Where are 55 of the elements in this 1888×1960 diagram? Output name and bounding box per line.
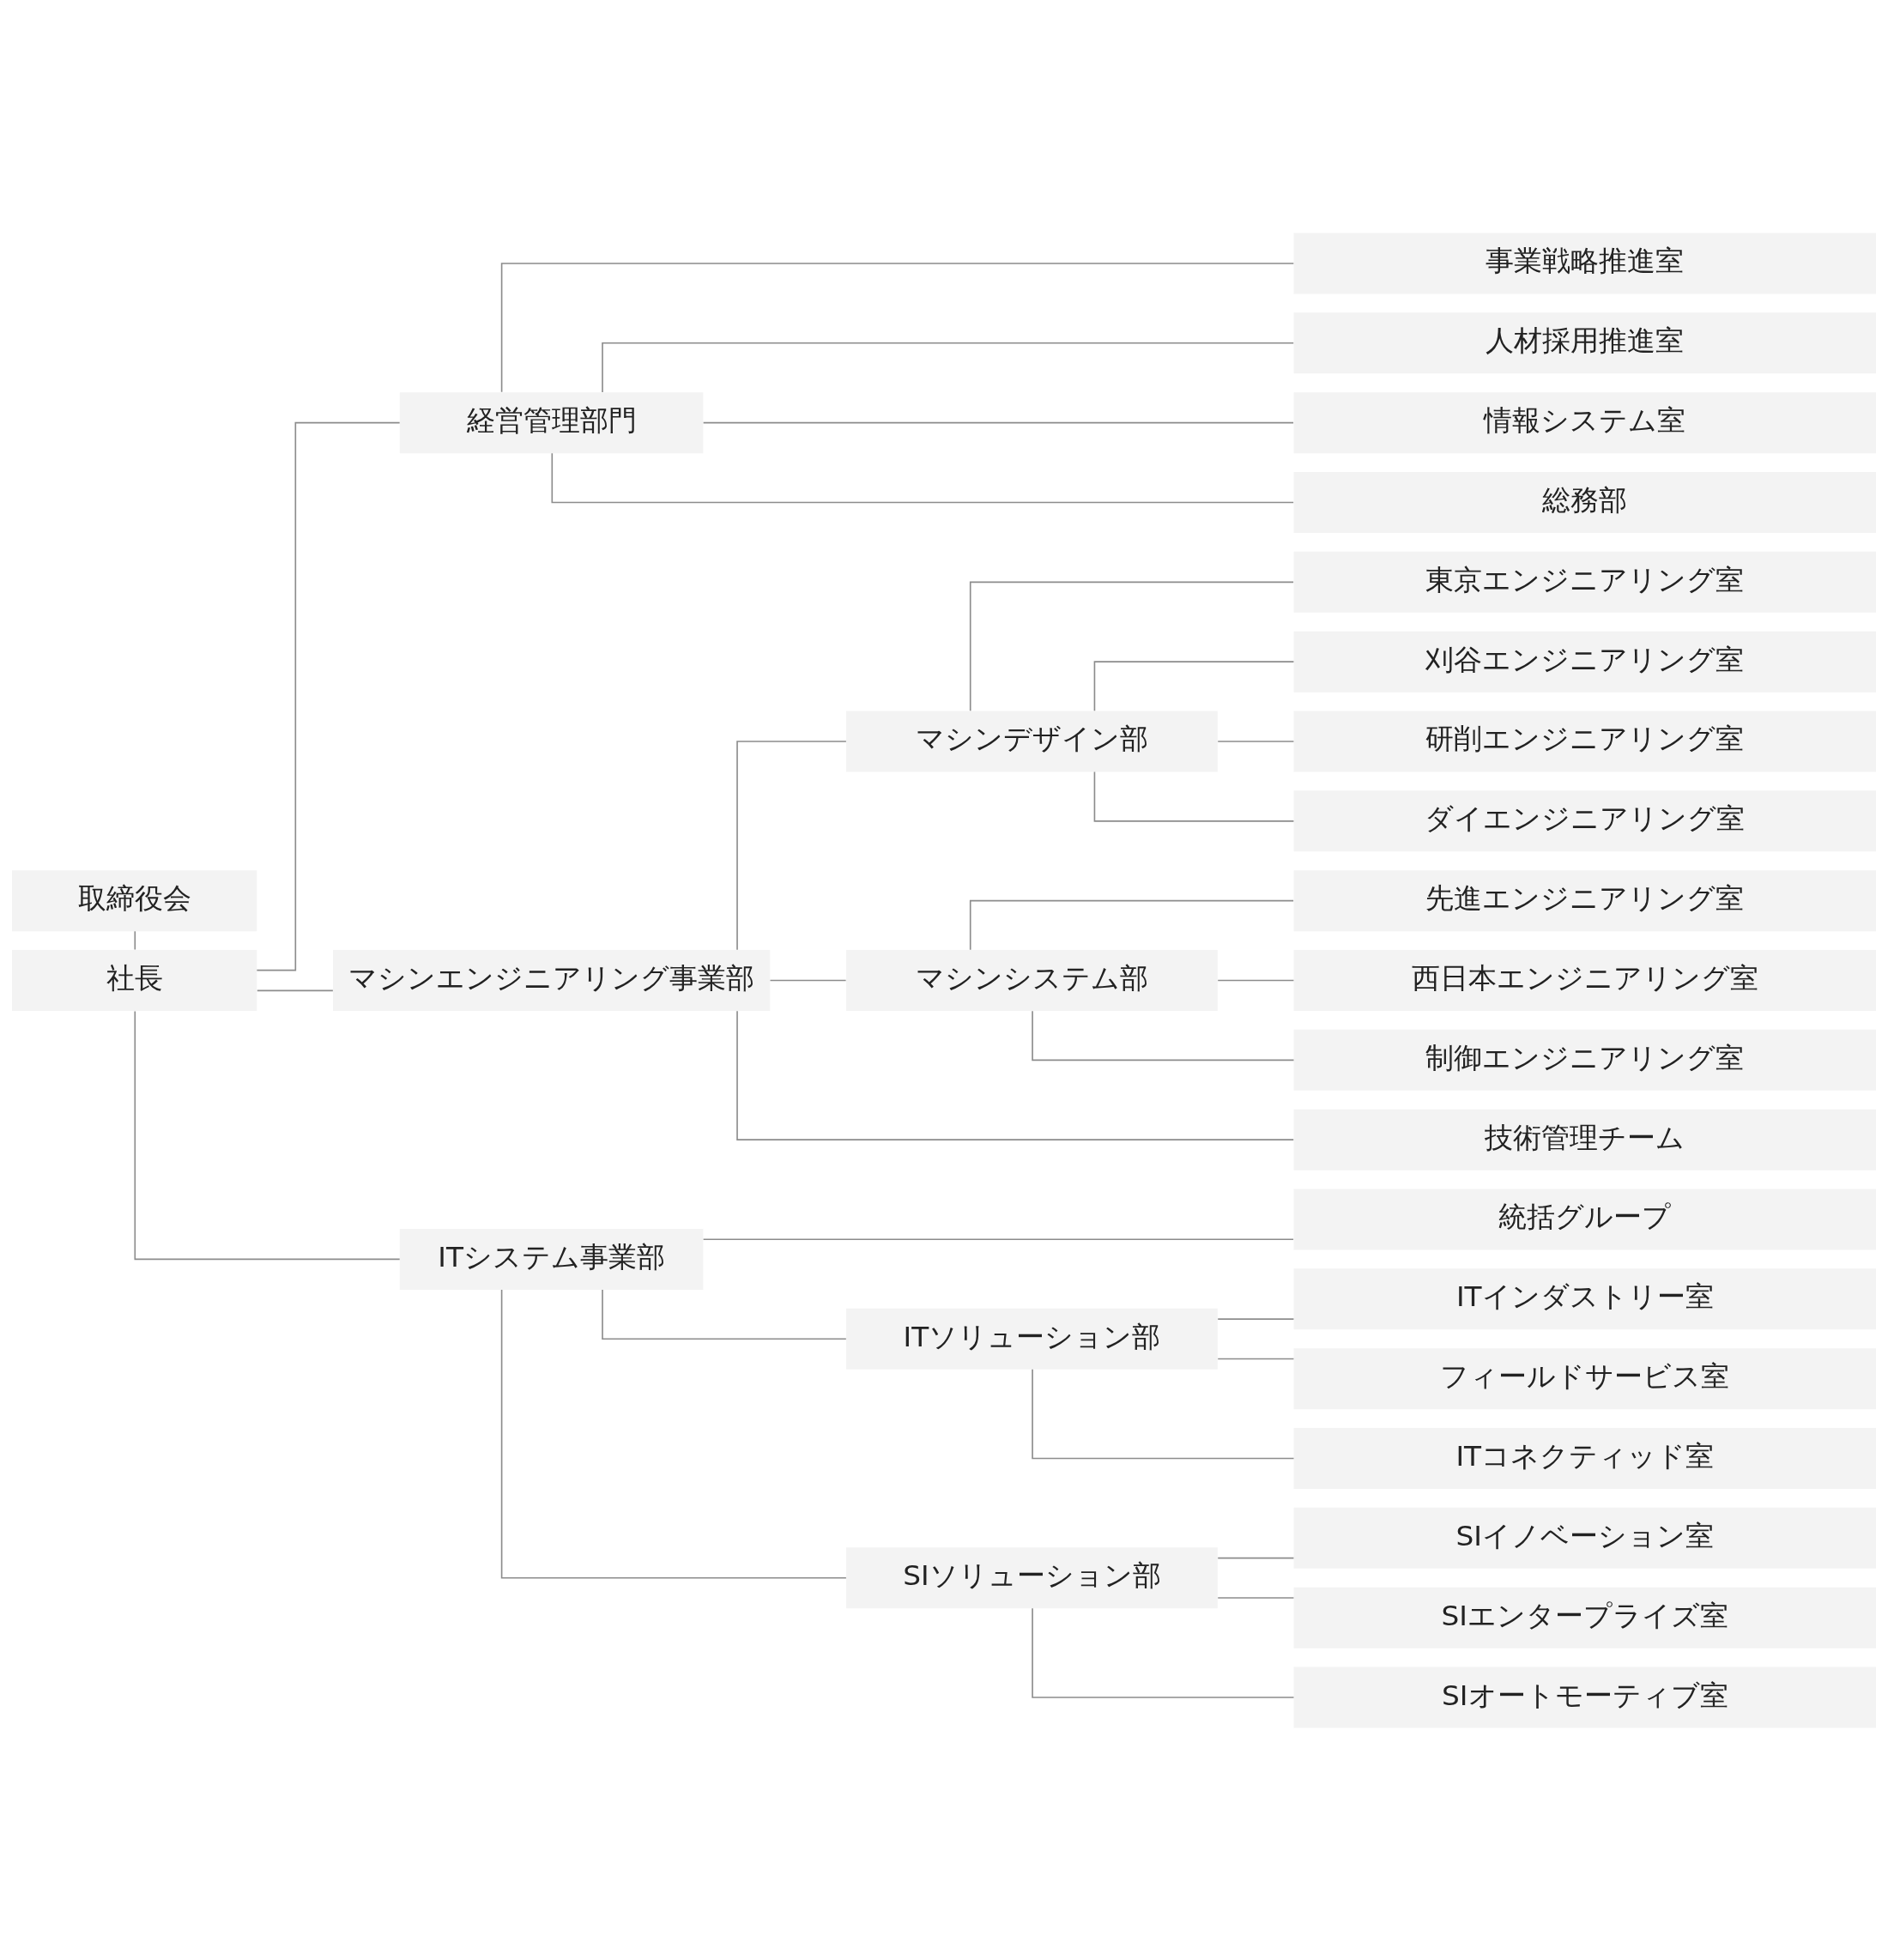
connector xyxy=(1217,1317,1295,1320)
node-box: 刈谷エンジニアリング室 xyxy=(1293,631,1877,693)
connector xyxy=(1032,1009,1295,1061)
connector xyxy=(256,421,401,971)
connector xyxy=(602,1288,847,1340)
connector xyxy=(1093,660,1295,711)
node-box: ITコネクティッド室 xyxy=(1293,1427,1877,1489)
node-box: SIオートモーティブ室 xyxy=(1293,1667,1877,1728)
node-box: 取締役会 xyxy=(11,869,257,931)
node-box: 東京エンジニアリング室 xyxy=(1293,551,1877,613)
node-box: マシンデザイン部 xyxy=(846,711,1218,771)
connector xyxy=(1217,1596,1295,1599)
connector xyxy=(1093,771,1295,822)
connector xyxy=(1217,979,1295,981)
connector xyxy=(134,930,136,950)
node-box: 西日本エンジニアリング室 xyxy=(1293,949,1877,1011)
node-box: ITシステム事業部 xyxy=(399,1228,704,1290)
connector xyxy=(500,262,1295,393)
node-box: マシンエンジニアリング事業部 xyxy=(333,949,771,1011)
connector xyxy=(702,421,1294,423)
connector xyxy=(500,1288,847,1579)
connector xyxy=(769,979,847,981)
node-box: 研削エンジニアリング室 xyxy=(1293,711,1877,771)
node-box: 技術管理チーム xyxy=(1293,1109,1877,1171)
node-box: SIエンタープライズ室 xyxy=(1293,1587,1877,1648)
connector xyxy=(257,989,334,991)
connector xyxy=(551,451,1294,503)
connector xyxy=(736,1010,1295,1140)
node-box: 先進エンジニアリング室 xyxy=(1293,869,1877,931)
node-box: 統括グループ xyxy=(1293,1189,1877,1249)
connector xyxy=(1217,740,1295,742)
node-box: 事業戦略推進室 xyxy=(1293,232,1877,293)
node-box: 人材採用推進室 xyxy=(1293,312,1877,373)
node-box: ITソリューション部 xyxy=(846,1308,1218,1370)
connector xyxy=(969,581,1294,711)
node-box: マシンシステム部 xyxy=(846,949,1218,1011)
connector xyxy=(969,899,1294,951)
node-box: 情報システム室 xyxy=(1293,391,1877,453)
connector xyxy=(1217,1557,1295,1558)
connector xyxy=(602,342,1294,393)
node-box: SIソリューション部 xyxy=(846,1546,1218,1608)
connector xyxy=(702,1237,1294,1240)
connector xyxy=(736,740,847,950)
node-box: 社長 xyxy=(11,949,257,1011)
node-box: フィールドサービス室 xyxy=(1293,1347,1877,1409)
node-box: ダイエンジニアリング室 xyxy=(1293,789,1877,851)
node-box: SIイノベーション室 xyxy=(1293,1507,1877,1569)
connector xyxy=(134,1010,401,1260)
node-box: 制御エンジニアリング室 xyxy=(1293,1029,1877,1091)
connector xyxy=(1032,1368,1295,1459)
node-box: 経営管理部門 xyxy=(399,391,704,453)
connector xyxy=(1217,1358,1295,1359)
connector xyxy=(1032,1606,1295,1698)
node-box: 総務部 xyxy=(1293,471,1877,533)
node-box: ITインダストリー室 xyxy=(1293,1267,1877,1329)
